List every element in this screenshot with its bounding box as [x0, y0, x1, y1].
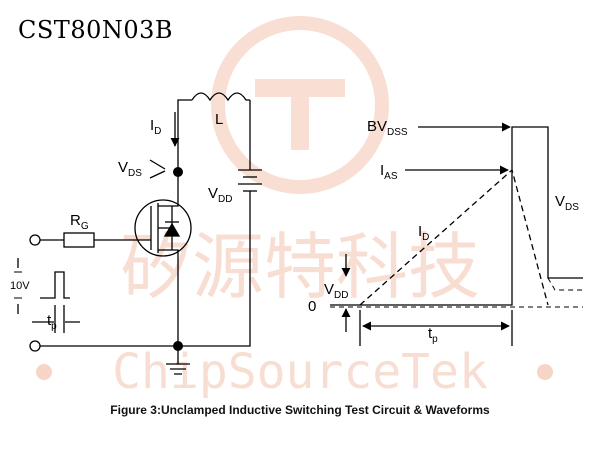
circuit-tp-label: tp: [47, 312, 57, 332]
mosfet-source-lead: [158, 249, 179, 346]
id-waveform: [359, 168, 549, 306]
body-diode: [163, 206, 181, 250]
gate-pulse: [40, 271, 70, 299]
mosfet-symbol: [134, 199, 192, 257]
circuit-vdd-label: VDD: [208, 185, 232, 205]
return-terminal: [29, 340, 41, 352]
watermark-cn-text: 矽源特科技: [120, 225, 480, 309]
waveform-zero-label: 0: [308, 298, 316, 315]
mosfet-drain-lead: [158, 172, 179, 207]
watermark-en-text: ChipSourceTek: [112, 344, 488, 400]
gate-terminal: [29, 234, 41, 246]
drain-node: [173, 167, 183, 177]
right-rail-bottom: [178, 191, 251, 347]
ias-label: IAS: [380, 162, 398, 182]
ground-icon: [166, 346, 190, 375]
circuit-id-label: ID: [150, 117, 161, 137]
inductor: [191, 92, 250, 102]
bvdss-label: BVDSS: [367, 118, 408, 138]
waveform-vds-label: VDS: [555, 193, 579, 213]
circuit-vds-label: VDS: [118, 159, 142, 179]
inductor-label: L: [215, 111, 223, 128]
watermark: 矽源特科技 ChipSourceTek: [36, 16, 553, 400]
part-number-title: CST80N03B: [18, 16, 174, 44]
waveform-tp-label: tp: [428, 325, 438, 345]
waveform-vdd-label: VDD: [324, 281, 348, 301]
watermark-logo-icon: [211, 16, 389, 194]
gate-resistor: [63, 232, 95, 248]
watermark-dot-left: [36, 364, 52, 380]
waveforms: [330, 122, 583, 346]
watermark-dot-right: [537, 364, 553, 380]
waveform-id-label: ID: [418, 223, 429, 243]
vds-waveform: [360, 126, 583, 306]
rg-label: RG: [70, 212, 89, 232]
source-node: [173, 341, 183, 351]
drain-wire: [177, 99, 192, 172]
vds-decay: [547, 277, 583, 291]
pulse-amplitude-label: 10V: [10, 280, 30, 292]
vds-arrow: [149, 159, 166, 179]
figure-caption: Figure 3:Unclamped Inductive Switching T…: [110, 403, 490, 417]
tp-marker: [32, 305, 80, 333]
test-circuit: [14, 92, 262, 375]
